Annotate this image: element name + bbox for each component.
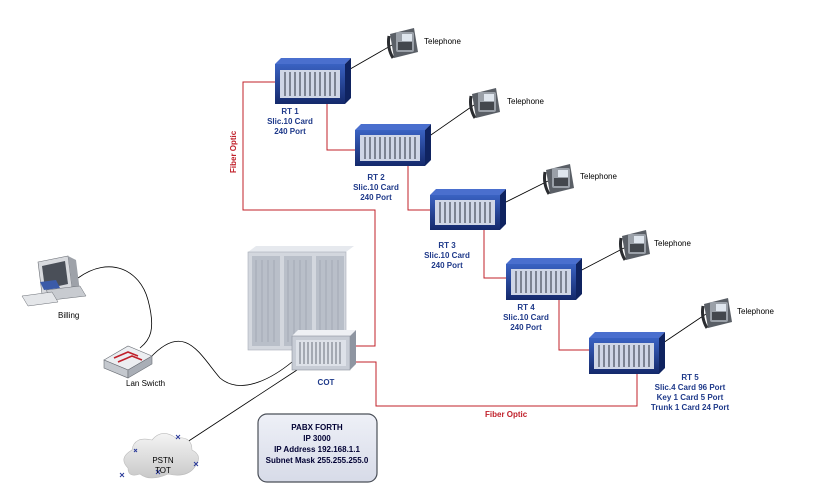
billing-to-switch-cable <box>77 266 153 349</box>
fiber-link-rt3-rt4 <box>483 228 506 279</box>
rt3-card: Slic.10 Card <box>424 251 470 260</box>
pabx-info-box <box>257 413 378 483</box>
rt2-card: Slic.10 Card <box>353 183 399 192</box>
rt3-port: 240 Port <box>431 261 463 270</box>
lan-switch-label: Lan Swicth <box>126 379 165 388</box>
cot-equipment[interactable] <box>291 330 356 371</box>
switch-to-cot-cable <box>149 341 293 386</box>
rt1-card: Slic.10 Card <box>267 117 313 126</box>
rt5-equipment[interactable] <box>589 332 665 374</box>
rt5-trunk: Trunk 1 Card 24 Port <box>651 403 730 412</box>
pabx-title: PABX FORTH <box>291 423 343 432</box>
fiber-optic-label-vertical: Fiber Optic <box>229 130 238 173</box>
cot-label: COT <box>318 378 335 387</box>
fiber-loop-top <box>242 81 376 347</box>
rt2-port: 240 Port <box>360 193 392 202</box>
fiber-optic-label-horizontal: Fiber Optic <box>485 410 528 419</box>
rt5-key: Key 1 Card 5 Port <box>657 393 724 402</box>
rt4-port: 240 Port <box>510 323 542 332</box>
fiber-link-rt2-rt3 <box>407 165 430 211</box>
rt1-name: RT 1 <box>281 107 299 116</box>
fiber-link-rt1-rt2 <box>326 100 355 151</box>
rt2-equipment[interactable] <box>355 124 431 166</box>
fiber-loop-bottom <box>352 361 638 407</box>
rt5-card: Slic.4 Card 96 Port <box>655 383 726 392</box>
telephone-icon[interactable] <box>619 230 651 261</box>
phone-cable-rt1 <box>344 44 393 73</box>
rt4-name: RT 4 <box>517 303 535 312</box>
rt3-equipment[interactable] <box>430 189 506 230</box>
cot-to-pstn-cable <box>177 369 298 449</box>
phone-cable-rt3 <box>499 180 549 206</box>
telephone-label: Telephone <box>424 37 461 46</box>
rt4-equipment[interactable] <box>506 258 582 300</box>
telephone-icon[interactable] <box>543 164 575 195</box>
phone-cable-rt4 <box>577 247 625 273</box>
pstn-label: PSTN <box>152 456 174 465</box>
telephone-label: Telephone <box>737 307 774 316</box>
phone-cable-rt2 <box>427 104 475 138</box>
phone-cable-rt5 <box>659 313 707 346</box>
rt5-name: RT 5 <box>681 373 699 382</box>
fiber-link-rt4-rt5 <box>558 298 589 351</box>
rt1-port: 240 Port <box>274 127 306 136</box>
telephone-label: Telephone <box>654 239 691 248</box>
telephone-label: Telephone <box>580 172 617 181</box>
rt4-card: Slic.10 Card <box>503 313 549 322</box>
tot-label: TOT <box>155 466 171 475</box>
computer-icon[interactable] <box>21 255 87 307</box>
fiber-optic-links <box>242 81 638 407</box>
telephone-icon[interactable] <box>387 28 419 59</box>
telephone-label: Telephone <box>507 97 544 106</box>
rt2-name: RT 2 <box>367 173 385 182</box>
telephone-icon[interactable] <box>469 88 501 119</box>
billing-label: Billing <box>58 311 79 320</box>
pabx-subnet-mask: Subnet Mask 255.255.255.0 <box>266 456 369 465</box>
rt1-equipment[interactable] <box>275 58 351 104</box>
pstn-cloud-icon <box>119 433 199 479</box>
copper-links <box>77 44 707 449</box>
lan-switch-icon[interactable] <box>103 345 153 379</box>
rt3-name: RT 3 <box>438 241 456 250</box>
pabx-ip-address: IP Address 192.168.1.1 <box>274 445 360 454</box>
telephone-icon[interactable] <box>701 298 733 329</box>
pabx-ip-model: IP 3000 <box>303 434 331 443</box>
